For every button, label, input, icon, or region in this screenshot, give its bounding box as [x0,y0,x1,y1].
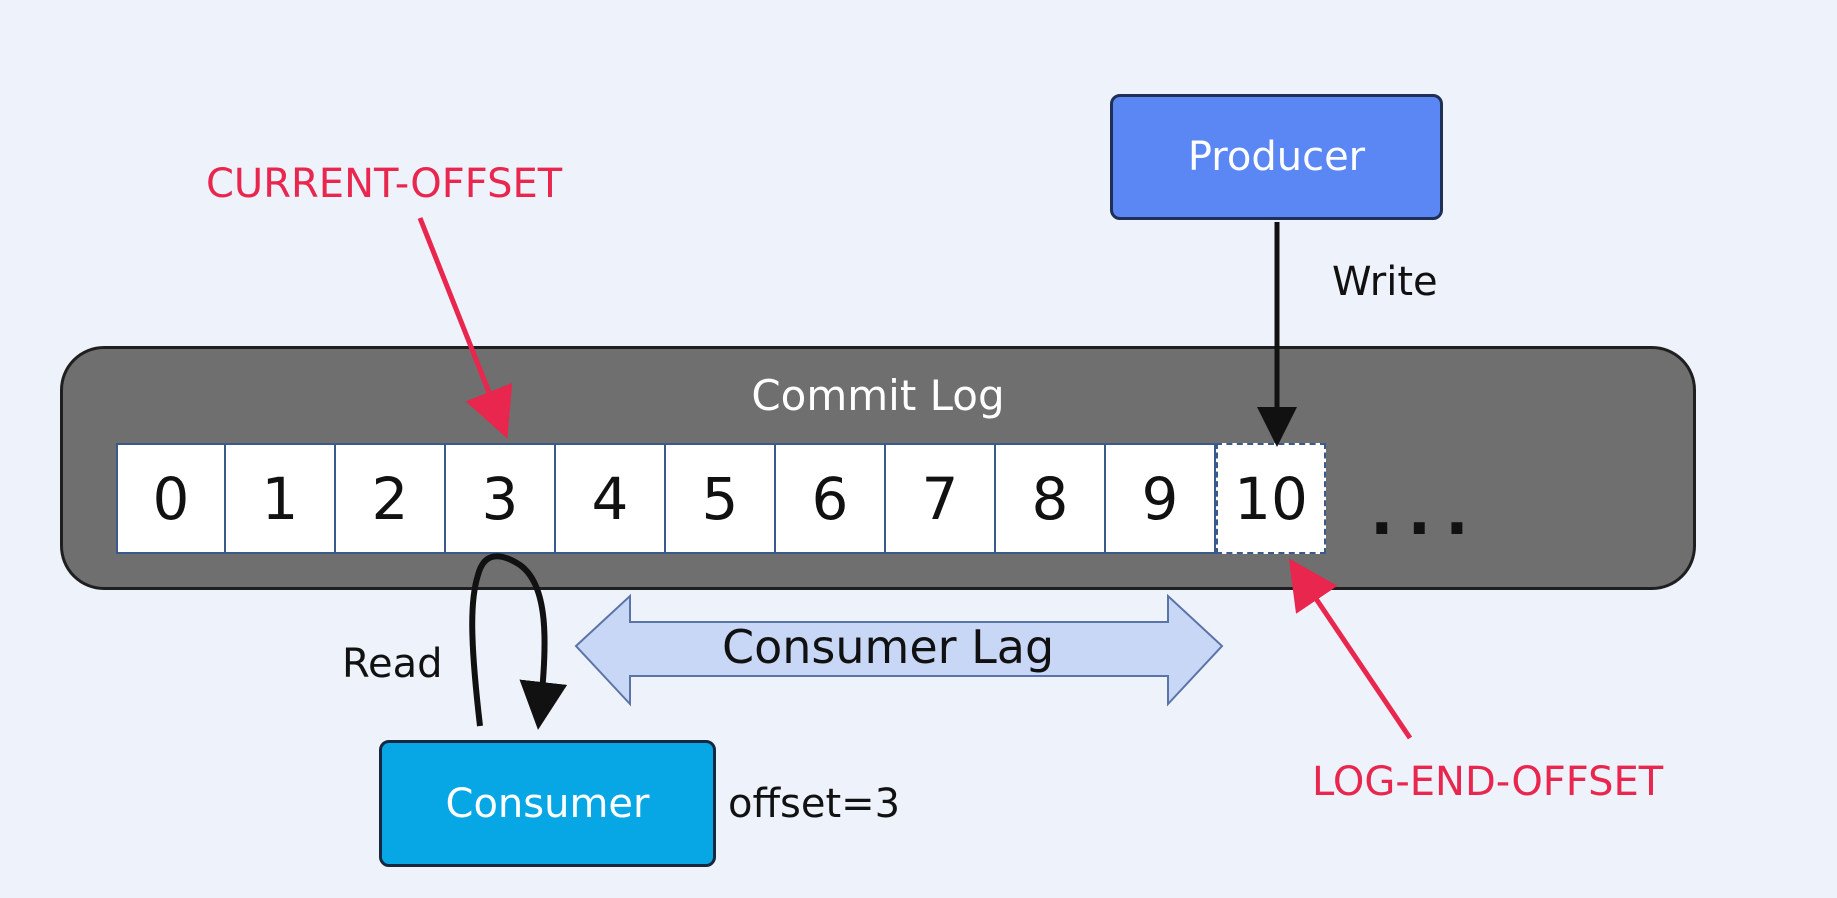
more-offsets-ellipsis: ... [1370,476,1483,549]
offset-cell-0: 0 [116,443,226,554]
read-arrow [469,553,568,730]
producer-box: Producer [1110,94,1443,220]
current-offset-label: CURRENT-OFFSET [206,161,563,207]
log-end-offset-label: LOG-END-OFFSET [1312,759,1664,805]
producer-label: Producer [1187,134,1366,180]
offset-cell-9: 9 [1106,443,1216,554]
read-label: Read [342,641,443,687]
consumer-lag-arrow [574,593,1224,707]
commit-log-title: Commit Log [751,371,1005,420]
offset-cell-7: 7 [886,443,996,554]
offset-cell-3: 3 [446,443,556,554]
offset-cell-8: 8 [996,443,1106,554]
consumer-box: Consumer [379,740,716,867]
consumer-lag-label: Consumer Lag [722,620,1055,674]
offset-cell-2: 2 [336,443,446,554]
offset-cell-6: 6 [776,443,886,554]
log-end-offset-arrow [1288,558,1413,740]
consumer-offset-label: offset=3 [728,781,901,827]
offset-cell-1: 1 [226,443,336,554]
offset-cell-10: 10 [1216,443,1326,554]
write-label: Write [1332,259,1438,305]
current-offset-arrow [417,217,513,439]
offset-cell-5: 5 [666,443,776,554]
offset-cell-4: 4 [556,443,666,554]
consumer-label: Consumer [445,780,650,827]
